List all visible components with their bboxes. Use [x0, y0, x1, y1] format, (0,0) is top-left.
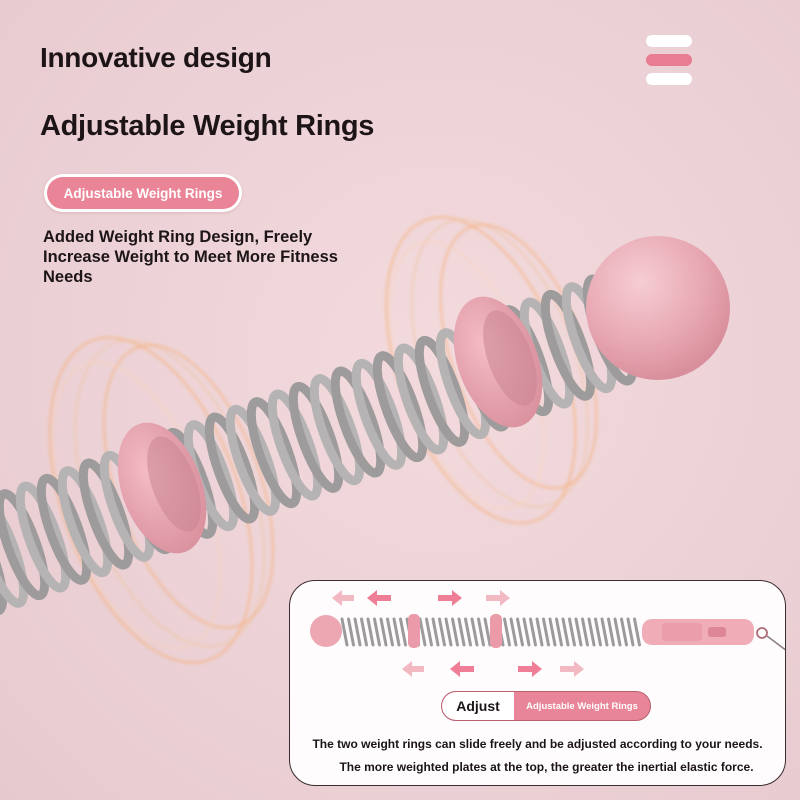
mini-spring-loop	[457, 617, 466, 647]
spring-coil-loop	[0, 496, 29, 608]
mini-spring-loop	[548, 617, 557, 647]
spring-coil-loop	[267, 389, 323, 501]
arrow-left-icon	[450, 661, 474, 677]
mini-spring-loop	[386, 617, 394, 647]
mini-spring-loop	[366, 617, 375, 647]
mini-spring-loop	[568, 617, 576, 647]
arrow-right-icon	[486, 590, 510, 606]
mini-spring-loop	[399, 617, 407, 647]
mini-spring-loop	[373, 617, 381, 647]
spring-coil-loop	[330, 366, 386, 478]
arrow-right-icon	[438, 590, 462, 606]
mini-spring-loop	[503, 617, 511, 647]
mini-spring-loop	[431, 617, 440, 647]
mini-spring-loop	[418, 617, 427, 647]
mini-spring-loop	[444, 617, 453, 647]
spring-coil-loop	[372, 351, 428, 463]
mini-spring-loop	[522, 617, 531, 647]
mini-spring-loop	[470, 617, 479, 647]
menu-icon-bar	[646, 73, 692, 85]
spring-coil-loop	[351, 358, 407, 470]
spring-coil-loop	[288, 381, 344, 493]
arrow-right-icon	[560, 661, 584, 677]
arrow-left-icon	[402, 661, 424, 677]
spring-coil-loop	[57, 466, 113, 578]
mini-spring-loop	[340, 617, 349, 647]
mini-spring-loop	[587, 617, 596, 647]
mini-spring-loop	[379, 617, 388, 647]
mini-spring-loop	[392, 617, 401, 647]
spring-coil-loop	[309, 374, 365, 486]
weight-ring-right	[453, 296, 543, 428]
mini-spring-loop	[607, 617, 615, 647]
mini-end-ball	[310, 615, 342, 647]
mini-spring-loop	[535, 617, 544, 647]
mini-spring-loop	[509, 617, 518, 647]
mini-product-image	[310, 590, 785, 677]
mini-spring-loop	[516, 617, 524, 647]
spring-coil-loop	[15, 481, 71, 593]
card-description-line-1: The two weight rings can slide freely an…	[312, 737, 763, 751]
mini-spring-loop	[425, 617, 433, 647]
mini-spring-loop	[555, 617, 563, 647]
feature-badge-label: Adjustable Weight Rings	[47, 177, 239, 209]
spring-coil-loop	[393, 343, 449, 455]
mini-spring-loop	[347, 617, 355, 647]
spring-coil-loop	[36, 473, 92, 585]
menu-icon-bar	[646, 35, 692, 47]
mini-spring-loop	[613, 617, 622, 647]
mini-spring-loop	[477, 617, 485, 647]
mini-spring-loop	[561, 617, 570, 647]
adjust-label-pill: Adjust Adjustable Weight Rings	[441, 691, 651, 721]
weight-ring-left	[117, 422, 207, 554]
spring-coil-loop	[0, 489, 50, 601]
spring-coil-loop	[204, 412, 260, 524]
mini-spring-loop	[594, 617, 602, 647]
mini-spring-loop	[581, 617, 589, 647]
mini-weight-ring-left	[408, 614, 420, 648]
menu-icon-bar	[646, 54, 692, 66]
arrow-left-icon	[367, 590, 391, 606]
spring-coil-loop	[78, 458, 134, 570]
feature-description: Added Weight Ring Design, Freely Increas…	[43, 228, 338, 286]
menu-icon[interactable]	[646, 35, 692, 87]
adjust-tag: Adjust	[442, 692, 514, 720]
spring-coil-loop	[225, 404, 281, 516]
adjust-pill-label: Adjustable Weight Rings	[526, 700, 638, 712]
page-title: Innovative design	[40, 42, 272, 73]
feature-badge: Adjustable Weight Rings	[44, 174, 242, 212]
mini-spring-loop	[353, 617, 362, 647]
arrow-right-icon	[518, 661, 542, 677]
arrow-left-icon	[332, 590, 354, 606]
mini-spring-loop	[360, 617, 368, 647]
mini-spring-loop	[451, 617, 459, 647]
mini-spring-loop	[574, 617, 583, 647]
mini-handle	[642, 619, 785, 651]
spring-coil-loop	[246, 397, 302, 509]
mini-spring-loop	[626, 617, 635, 647]
spring-coil-loop	[540, 289, 596, 401]
mini-spring-loop	[483, 617, 492, 647]
card-description-line-2: The more weighted plates at the top, the…	[339, 760, 754, 774]
mini-spring-loop	[620, 617, 628, 647]
mini-spring-loop	[542, 617, 550, 647]
end-ball	[586, 236, 730, 380]
mini-spring-loop	[438, 617, 446, 647]
section-title: Adjustable Weight Rings	[40, 110, 375, 142]
mini-spring-loop	[633, 617, 641, 647]
mini-spring-loop	[464, 617, 472, 647]
detail-card: Adjust Adjustable Weight Rings The two w…	[289, 580, 786, 786]
mini-spring-loop	[600, 617, 609, 647]
spring-coil	[0, 274, 638, 616]
mini-spring-coil	[340, 617, 641, 647]
mini-spring-loop	[529, 617, 537, 647]
mini-weight-ring-right	[490, 614, 502, 648]
spring-coil-loop	[414, 335, 470, 447]
